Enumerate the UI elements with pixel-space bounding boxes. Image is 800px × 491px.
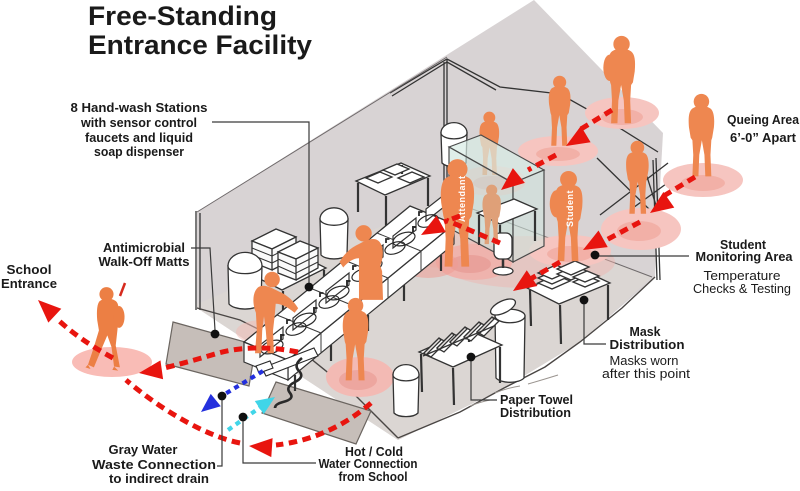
- svg-text:Free-Standing: Free-Standing: [88, 1, 277, 31]
- svg-text:to indirect drain: to indirect drain: [109, 471, 209, 486]
- svg-text:Monitoring Area: Monitoring Area: [696, 249, 794, 264]
- svg-text:6’-0” Apart: 6’-0” Apart: [730, 130, 797, 145]
- svg-text:Paper Towel: Paper Towel: [500, 392, 573, 407]
- svg-text:faucets and liquid: faucets and liquid: [85, 130, 193, 145]
- svg-text:Water Connection: Water Connection: [319, 456, 418, 471]
- svg-text:soap dispenser: soap dispenser: [94, 144, 184, 159]
- svg-text:Temperature: Temperature: [704, 268, 781, 283]
- svg-text:School: School: [7, 262, 52, 277]
- svg-text:Hot / Cold: Hot / Cold: [345, 444, 403, 459]
- svg-text:Entrance Facility: Entrance Facility: [88, 30, 312, 60]
- svg-text:with sensor control: with sensor control: [80, 115, 197, 130]
- svg-text:Mask: Mask: [630, 324, 662, 339]
- svg-text:Gray Water: Gray Water: [109, 442, 178, 457]
- svg-text:Checks & Testing: Checks & Testing: [693, 281, 791, 296]
- svg-text:Queing Area: Queing Area: [727, 112, 800, 127]
- svg-text:8 Hand-wash Stations: 8 Hand-wash Stations: [71, 100, 208, 115]
- svg-text:after this point: after this point: [602, 366, 690, 381]
- svg-text:Student: Student: [565, 190, 575, 227]
- svg-text:Walk-Off Matts: Walk-Off Matts: [99, 254, 190, 269]
- svg-text:Waste Connection: Waste Connection: [92, 457, 216, 472]
- svg-text:from School: from School: [339, 469, 408, 484]
- svg-text:Antimicrobial: Antimicrobial: [103, 240, 185, 255]
- svg-text:Masks worn: Masks worn: [610, 353, 679, 368]
- svg-text:Attendant: Attendant: [457, 176, 467, 223]
- svg-text:Student: Student: [720, 237, 767, 252]
- svg-text:Distribution: Distribution: [500, 405, 571, 420]
- svg-text:Entrance: Entrance: [1, 276, 57, 291]
- svg-text:Distribution: Distribution: [610, 337, 685, 352]
